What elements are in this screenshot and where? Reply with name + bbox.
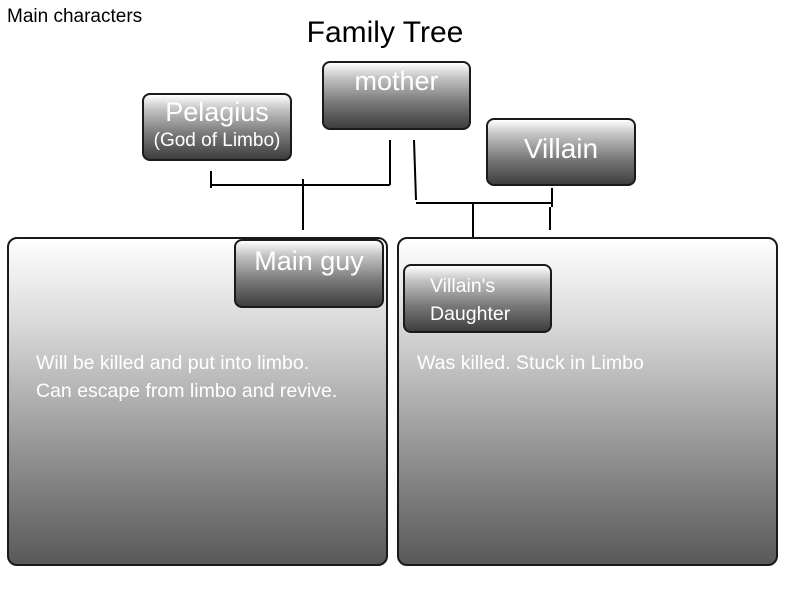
node-main-guy-name: Main guy xyxy=(254,246,364,276)
node-mother-name: mother xyxy=(354,66,439,96)
node-villain: Villain xyxy=(486,118,636,186)
node-villains-daughter-line-2: Daughter xyxy=(430,303,511,325)
panel-villains-daughter-text: Was killed. Stuck in Limbo xyxy=(417,349,644,377)
main-guy-description-line-1: Will be killed and put into limbo. xyxy=(36,352,310,374)
node-villain-name: Villain xyxy=(523,133,599,164)
panel-main-guy-text: Will be killed and put into limbo. Can e… xyxy=(36,349,337,405)
node-villains-daughter-line-1: Villain's xyxy=(430,275,496,297)
node-pelagius-subtitle: (God of Limbo) xyxy=(153,130,281,151)
header-label: Main characters xyxy=(7,6,143,27)
node-mother: mother xyxy=(322,61,471,130)
diagram-title: Family Tree xyxy=(306,16,464,49)
node-villains-daughter: Villain's Daughter xyxy=(403,264,552,333)
villains-daughter-description-line-1: Was killed. Stuck in Limbo xyxy=(417,352,644,374)
connector-mother-drop-right xyxy=(413,139,417,201)
node-pelagius-name: Pelagius xyxy=(165,97,269,127)
node-pelagius: Pelagius (God of Limbo) xyxy=(142,93,292,161)
main-guy-description-line-2: Can escape from limbo and revive. xyxy=(36,380,338,402)
node-main-guy: Main guy xyxy=(234,239,384,308)
